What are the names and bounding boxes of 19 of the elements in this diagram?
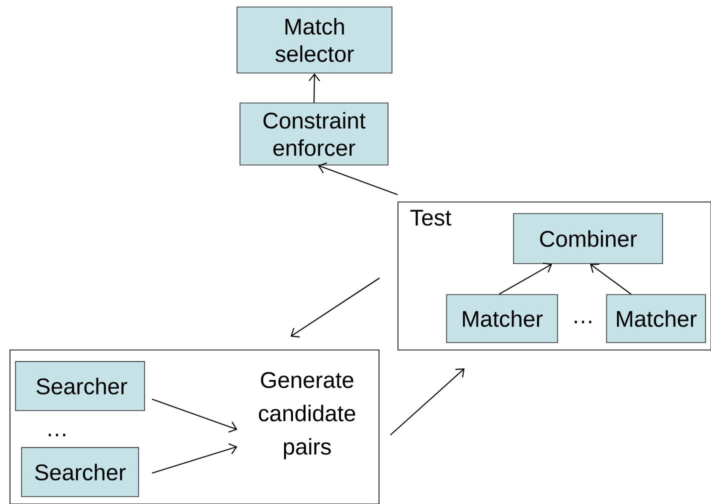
process-box: Searcher bbox=[21, 447, 139, 498]
frame bbox=[10, 350, 380, 504]
arrow bbox=[290, 278, 380, 338]
ellipsis: … bbox=[48, 434, 66, 436]
arrow bbox=[498, 262, 552, 295]
arrow bbox=[590, 264, 632, 295]
arrow bbox=[318, 162, 398, 196]
process-text: Generate candidate pairs bbox=[258, 372, 356, 460]
arrow bbox=[390, 368, 465, 436]
process-box: Matcher bbox=[606, 294, 706, 343]
arrow bbox=[152, 398, 238, 433]
process-box: Constraint enforcer bbox=[240, 102, 388, 166]
process-box: Combiner bbox=[513, 213, 663, 264]
process-box: Searcher bbox=[15, 361, 145, 412]
process-box: Match selector bbox=[236, 6, 392, 74]
arrow bbox=[308, 73, 320, 103]
arrow bbox=[152, 443, 238, 474]
process-box: Matcher bbox=[446, 294, 558, 343]
ellipsis: … bbox=[574, 320, 592, 324]
